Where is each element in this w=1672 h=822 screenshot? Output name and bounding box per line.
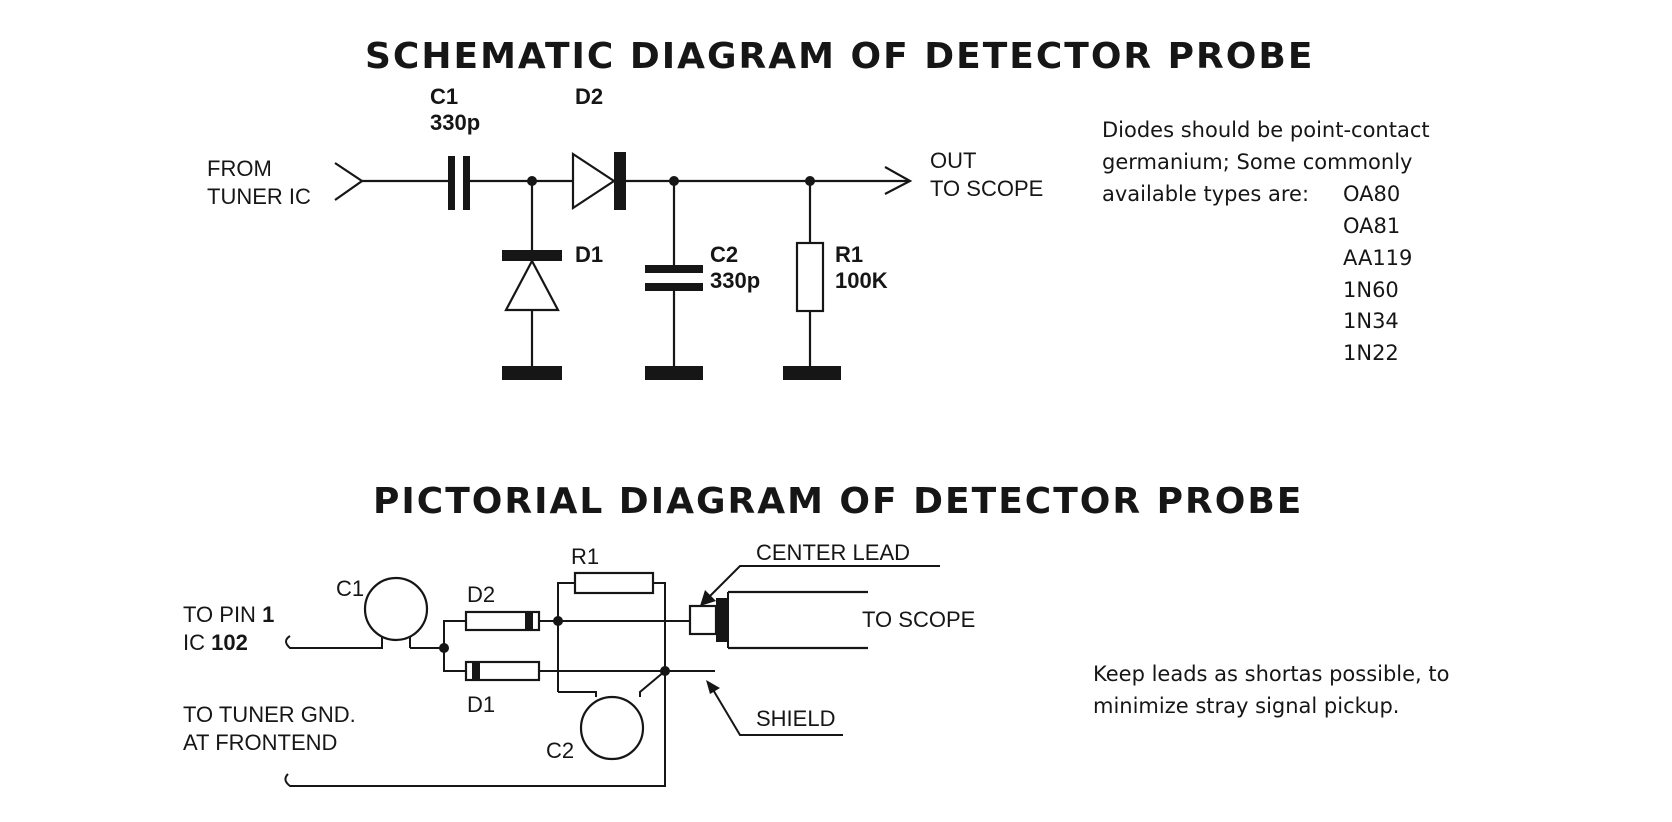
r1-value: 100K [835,268,888,293]
input-lead [285,635,383,649]
c1-value: 330p [430,110,480,135]
schematic-title: SCHEMATIC DIAGRAM OF DETECTOR PROBE [365,36,1314,77]
wire-to-d2 [443,620,466,648]
diode-type: 1N60 [1343,278,1399,302]
output-label-scope: TO SCOPE [930,176,1043,201]
diode-type: 1N22 [1343,341,1399,365]
scope-cable-connector [688,590,868,650]
c1-capacitor-symbol [448,156,470,210]
ground-bar [502,366,562,380]
c1-pictorial-label: C1 [336,576,364,601]
d2-diode-symbol [571,151,626,211]
c2-pictorial-label: C2 [546,738,574,763]
output-arrow [884,166,913,195]
d2-pictorial-diode [464,610,541,632]
shield-pointer [706,680,843,736]
diode-note-line2: germanium; Some commonly [1102,150,1412,174]
c2-name: C2 [710,242,738,267]
diode-type: AA119 [1343,246,1412,270]
input-arrow [334,162,448,201]
d1-diode-symbol [502,181,562,366]
center-lead-pointer [700,565,940,606]
gnd-label-2: AT FRONTEND [183,730,337,755]
d1-pictorial-label: D1 [467,692,495,717]
diode-type: 1N34 [1343,309,1399,333]
shield-label: SHIELD [756,706,835,731]
to-scope-pictorial: TO SCOPE [862,607,975,632]
r1-pictorial-label: R1 [571,544,599,569]
ic-label: IC 102 [183,630,248,655]
center-lead-label: CENTER LEAD [756,540,910,565]
d2-name: D2 [575,84,603,109]
d1-name: D1 [575,242,603,267]
ground-bar [783,366,841,380]
c1-disc-capacitor [363,576,444,649]
input-label-tuner: TUNER IC [207,184,311,209]
c1-name: C1 [430,84,458,109]
c2-disc-capacitor [558,670,666,761]
lead-note-line2: minimize stray signal pickup. [1093,694,1399,718]
diode-note-line3: available types are: [1102,182,1309,206]
d1-pictorial-diode [464,660,541,682]
pictorial-title: PICTORIAL DIAGRAM OF DETECTOR PROBE [373,481,1303,522]
d2-pictorial-label: D2 [467,582,495,607]
output-label-out: OUT [930,148,976,173]
r1-name: R1 [835,242,863,267]
lead-note-line1: Keep leads as shortas possible, to [1093,662,1450,686]
r1-resistor-symbol [795,181,825,366]
pin-label: TO PIN 1 [183,602,274,627]
r1-pictorial-resistor [557,571,666,692]
c2-capacitor-symbol [645,181,703,366]
diode-note-line1: Diodes should be point-contact [1102,118,1430,142]
diode-type: OA81 [1343,214,1400,238]
diode-type: OA80 [1343,182,1400,206]
input-label-from: FROM [207,156,272,181]
wire-to-d1 [443,648,466,672]
gnd-label-1: TO TUNER GND. [183,702,356,727]
ground-bar [645,366,703,380]
ground-lead [284,671,666,787]
c2-value: 330p [710,268,760,293]
